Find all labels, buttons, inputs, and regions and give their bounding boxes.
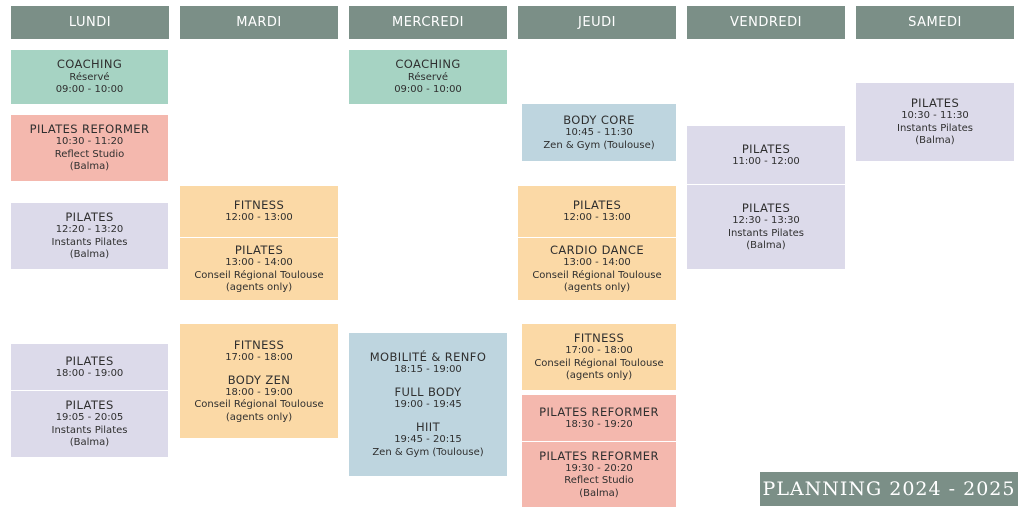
class-title: PILATES: [65, 398, 114, 413]
class-time: 18:00 - 19:00: [55, 367, 124, 379]
class-title: HIIT: [415, 419, 441, 434]
class-title: FITNESS: [233, 337, 285, 352]
class-title: FITNESS: [573, 331, 625, 346]
class-jeudi-cardio: CARDIO DANCE 13:00 - 14:00 Conseil Régio…: [518, 237, 676, 300]
class-title: PILATES REFORMER: [29, 122, 150, 137]
class-title: PILATES: [234, 243, 284, 258]
class-place: Reflect Studio: [564, 475, 634, 487]
class-place: Conseil Régional Toulouse: [194, 269, 324, 281]
class-title: PILATES: [572, 198, 622, 213]
class-time: 19:45 - 20:15: [394, 434, 462, 446]
class-note: (agents only): [563, 282, 631, 294]
class-note: (agents only): [225, 411, 293, 423]
class-place: Instants Pilates: [728, 227, 804, 239]
class-jeudi-reformer-1930: PILATES REFORMER 19:30 - 20:20 Reflect S…: [522, 441, 676, 507]
class-time: 18:00 - 19:00: [225, 386, 293, 398]
class-time: 19:00 - 19:45: [394, 399, 462, 411]
class-place: Conseil Régional Toulouse: [194, 399, 324, 411]
class-time: 10:45 - 11:30: [565, 127, 633, 139]
class-status: Réservé: [69, 71, 110, 83]
class-title: BODY CORE: [563, 112, 635, 127]
class-area: (Balma): [579, 487, 619, 499]
class-time: 11:00 - 12:00: [732, 155, 800, 167]
class-time: 12:00 - 13:00: [225, 212, 293, 224]
class-time: 18:15 - 19:00: [394, 364, 462, 376]
class-area: (Balma): [69, 437, 110, 449]
header-samedi: SAMEDI: [856, 6, 1014, 39]
class-time: 09:00 - 10:00: [394, 84, 462, 96]
class-title: FITNESS: [233, 198, 285, 213]
class-place: Conseil Régional Toulouse: [532, 269, 662, 281]
class-time: 10:30 - 11:20: [55, 136, 124, 148]
class-time: 17:00 - 18:00: [225, 352, 293, 363]
class-title: PILATES: [741, 201, 791, 216]
class-title: PILATES: [65, 210, 114, 225]
header-vendredi: VENDREDI: [687, 6, 845, 39]
class-title: PILATES REFORMER: [539, 448, 659, 463]
class-jeudi-reformer-1830: PILATES REFORMER 18:30 - 19:20: [522, 395, 676, 441]
class-area: (Balma): [69, 161, 110, 173]
header-mercredi: MERCREDI: [349, 6, 507, 39]
header-mardi: MARDI: [180, 6, 338, 39]
class-mardi-fitness-bodyzen: FITNESS 17:00 - 18:00 BODY ZEN 18:00 - 1…: [180, 324, 338, 438]
class-time: 13:00 - 14:00: [225, 257, 293, 269]
class-area: (Balma): [69, 249, 110, 261]
class-jeudi-bodycore: BODY CORE 10:45 - 11:30 Zen & Gym (Toulo…: [522, 104, 676, 161]
class-mercredi-coaching: COACHING Réservé 09:00 - 10:00: [349, 50, 507, 104]
class-samedi-pilates: PILATES 10:30 - 11:30 Instants Pilates (…: [856, 83, 1014, 161]
class-place: Instants Pilates: [897, 122, 973, 134]
class-note: (agents only): [565, 370, 633, 382]
class-place: Instants Pilates: [51, 424, 128, 436]
class-lundi-reformer: PILATES REFORMER 10:30 - 11:20 Reflect S…: [11, 115, 168, 181]
class-place: Reflect Studio: [54, 148, 125, 160]
class-jeudi-fitness-17: FITNESS 17:00 - 18:00 Conseil Régional T…: [522, 324, 676, 390]
class-time: 19:05 - 20:05: [55, 412, 124, 424]
class-title: CARDIO DANCE: [549, 243, 645, 258]
class-mardi-pilates-13: PILATES 13:00 - 14:00 Conseil Régional T…: [180, 237, 338, 300]
class-title: MOBILITÉ & RENFO: [369, 349, 487, 364]
class-lundi-coaching: COACHING Réservé 09:00 - 10:00: [11, 50, 168, 104]
class-time: 13:00 - 14:00: [563, 257, 631, 269]
header-jeudi: JEUDI: [518, 6, 676, 39]
class-mardi-fitness-12: FITNESS 12:00 - 13:00: [180, 186, 338, 237]
class-time: 19:30 - 20:20: [565, 462, 633, 474]
class-mercredi-evening: MOBILITÉ & RENFO 18:15 - 19:00 FULL BODY…: [349, 333, 507, 476]
class-title: PILATES: [65, 353, 114, 368]
class-time: 12:30 - 13:30: [732, 215, 800, 227]
class-place: Zen & Gym (Toulouse): [372, 446, 484, 458]
class-lundi-pilates-midday: PILATES 12:20 - 13:20 Instants Pilates (…: [11, 203, 168, 269]
class-title: BODY ZEN: [227, 372, 291, 387]
class-time: 10:30 - 11:30: [901, 110, 969, 122]
class-lundi-pilates-19: PILATES 19:05 - 20:05 Instants Pilates (…: [11, 390, 168, 457]
class-vendredi-pilates-1230: PILATES 12:30 - 13:30 Instants Pilates (…: [687, 184, 845, 269]
planning-title: PLANNING 2024 - 2025: [760, 472, 1018, 506]
class-jeudi-pilates-12: PILATES 12:00 - 13:00: [518, 186, 676, 237]
class-title: PILATES: [741, 141, 791, 156]
class-area: (Balma): [746, 240, 786, 252]
header-lundi: LUNDI: [11, 6, 169, 39]
class-title: COACHING: [56, 57, 123, 72]
class-vendredi-pilates-11: PILATES 11:00 - 12:00: [687, 126, 845, 184]
class-title: COACHING: [395, 57, 461, 72]
class-time: 09:00 - 10:00: [55, 84, 124, 96]
class-time: 12:00 - 13:00: [563, 212, 631, 224]
class-lundi-pilates-18: PILATES 18:00 - 19:00: [11, 344, 168, 390]
class-time: 17:00 - 18:00: [565, 345, 633, 357]
class-title: PILATES REFORMER: [539, 404, 659, 419]
class-status: Réservé: [407, 71, 449, 83]
class-place: Zen & Gym (Toulouse): [543, 139, 655, 151]
class-place: Instants Pilates: [51, 236, 128, 248]
class-area: (Balma): [915, 135, 955, 147]
class-title: PILATES: [910, 96, 960, 111]
class-place: Conseil Régional Toulouse: [534, 357, 664, 369]
class-title: FULL BODY: [394, 384, 462, 399]
class-note: (agents only): [225, 282, 293, 294]
class-time: 12:20 - 13:20: [55, 224, 124, 236]
class-time: 18:30 - 19:20: [565, 418, 633, 430]
